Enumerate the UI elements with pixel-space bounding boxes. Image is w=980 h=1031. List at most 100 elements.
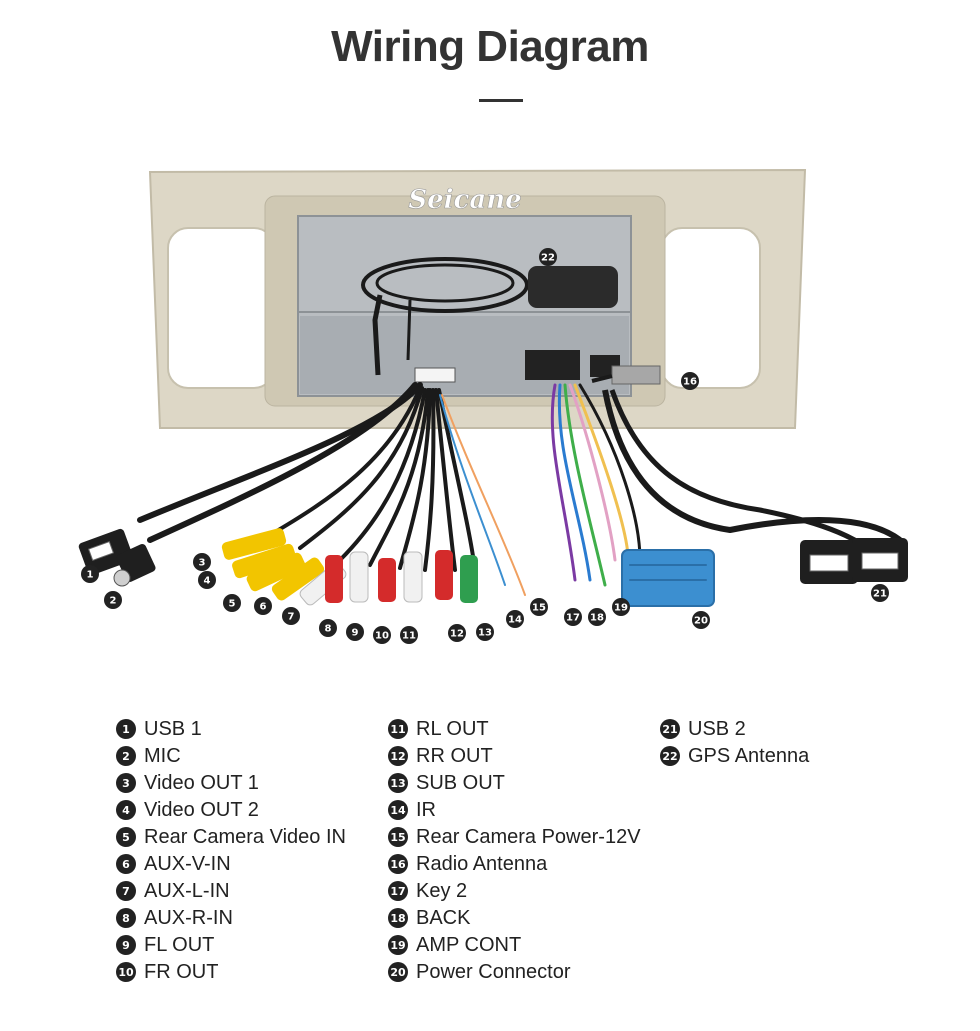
- legend-number: 14: [388, 800, 408, 820]
- badge-circle: [476, 623, 494, 641]
- radio-antenna-adapter: [591, 365, 661, 385]
- badge-20: 20: [692, 611, 710, 629]
- badge-circle: [681, 372, 699, 390]
- legend-label: RL OUT: [416, 717, 489, 740]
- badge-19: 19: [612, 598, 630, 616]
- badge-number: 18: [590, 613, 604, 624]
- badge-number: 6: [260, 602, 267, 613]
- badge-21: 21: [871, 584, 889, 602]
- legend-item: 15 Rear Camera Power-12V: [388, 824, 641, 850]
- legend-item: 13 SUB OUT: [388, 770, 641, 796]
- legend-number: 16: [388, 854, 408, 874]
- badge-6: 6: [254, 597, 272, 615]
- legend-item: 12 RR OUT: [388, 743, 641, 769]
- legend-number: 21: [660, 719, 680, 739]
- badge-10: 10: [373, 626, 391, 644]
- legend-item: 3 Video OUT 1: [116, 770, 346, 796]
- badge-circle: [448, 624, 466, 642]
- badge-13: 13: [476, 623, 494, 641]
- badge-circle: [506, 610, 524, 628]
- badge-circle: [539, 248, 557, 266]
- legend-number: 12: [388, 746, 408, 766]
- legend-label: Rear Camera Power-12V: [416, 825, 641, 848]
- legend-item: 16 Radio Antenna: [388, 851, 641, 877]
- badge-5: 5: [223, 594, 241, 612]
- badge-circle: [564, 608, 582, 626]
- legend-label: Radio Antenna: [416, 852, 548, 875]
- power-harness: [550, 383, 715, 607]
- legend-number: 13: [388, 773, 408, 793]
- badge-8: 8: [319, 619, 337, 637]
- badge-circle: [400, 626, 418, 644]
- badge-2: 2: [104, 591, 122, 609]
- badge-circle: [254, 597, 272, 615]
- legend-number: 15: [388, 827, 408, 847]
- badge-number: 16: [683, 377, 697, 388]
- legend-number: 3: [116, 773, 136, 793]
- legend-label: Rear Camera Video IN: [144, 825, 346, 848]
- badge-number: 3: [199, 558, 206, 569]
- legend-number: 22: [660, 746, 680, 766]
- page-title: Wiring Diagram: [331, 22, 649, 71]
- legend-label: USB 2: [688, 717, 746, 740]
- badge-14: 14: [506, 610, 524, 628]
- legend-label: AUX-R-IN: [144, 906, 233, 929]
- badge-number: 15: [532, 603, 546, 614]
- badge-circle: [104, 591, 122, 609]
- legend-label: RR OUT: [416, 744, 493, 767]
- badge-circle: [223, 594, 241, 612]
- badge-number: 14: [508, 615, 522, 626]
- legend-label: USB 1: [144, 717, 202, 740]
- legend-label: Video OUT 1: [144, 771, 259, 794]
- legend-label: AUX-L-IN: [144, 879, 230, 902]
- legend-label: AUX-V-IN: [144, 852, 231, 875]
- legend-label: BACK: [416, 906, 471, 929]
- legend-number: 5: [116, 827, 136, 847]
- legend-number: 18: [388, 908, 408, 928]
- badge-17: 17: [564, 608, 582, 626]
- legend-item: 6 AUX-V-IN: [116, 851, 346, 877]
- badge-circle: [319, 619, 337, 637]
- legend-item: 20 Power Connector: [388, 959, 641, 985]
- legend-label: Power Connector: [416, 960, 571, 983]
- legend-label: SUB OUT: [416, 771, 505, 794]
- badge-circle: [193, 553, 211, 571]
- badge-number: 19: [614, 603, 628, 614]
- badge-22: 22: [539, 248, 557, 266]
- legend-number: 20: [388, 962, 408, 982]
- badge-16: 16: [681, 372, 699, 390]
- legend-label: FL OUT: [144, 933, 215, 956]
- legend-number: 7: [116, 881, 136, 901]
- badge-circle: [81, 565, 99, 583]
- badge-number: 22: [541, 253, 555, 264]
- badge-number: 11: [402, 631, 416, 642]
- legend-label: Key 2: [416, 879, 468, 902]
- legend-number: 10: [116, 962, 136, 982]
- badge-9: 9: [346, 623, 364, 641]
- badge-number: 7: [288, 612, 295, 623]
- legend-label: AMP CONT: [416, 933, 522, 956]
- badge-circle: [198, 571, 216, 589]
- badge-number: 9: [352, 628, 359, 639]
- legend-item: 9 FL OUT: [116, 932, 346, 958]
- badge-number: 17: [566, 613, 580, 624]
- badge-number: 12: [450, 629, 464, 640]
- rca-connectors: [221, 528, 478, 606]
- legend-number: 9: [116, 935, 136, 955]
- title-underline: [479, 99, 523, 102]
- legend-number: 6: [116, 854, 136, 874]
- badge-circle: [612, 598, 630, 616]
- legend-item: 21 USB 2: [660, 716, 809, 742]
